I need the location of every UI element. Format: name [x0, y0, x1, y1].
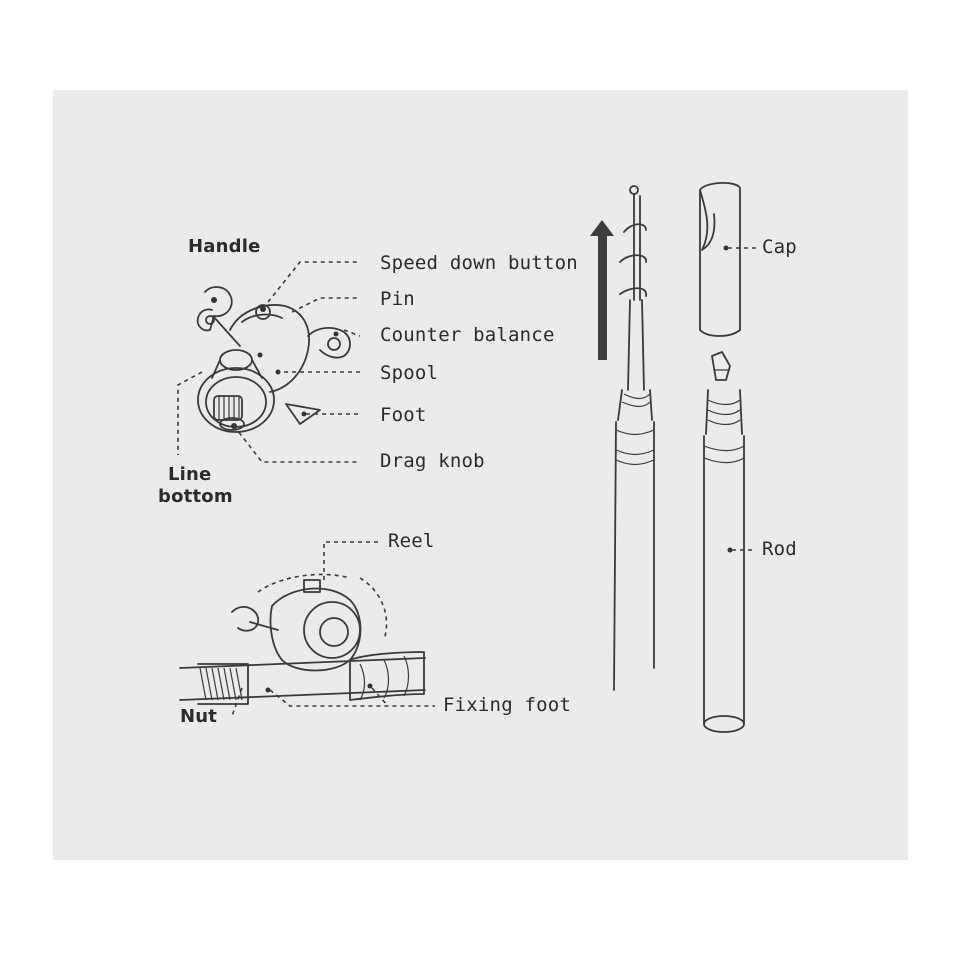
label-line-bottom-1: Line [168, 464, 212, 485]
label-cap: Cap [762, 236, 797, 258]
reel-mount-illustration [179, 541, 435, 717]
rod-illustration [590, 182, 756, 733]
label-handle: Handle [188, 236, 261, 257]
label-line-bottom-2: bottom [158, 486, 233, 507]
label-drag-knob: Drag knob [380, 450, 485, 472]
label-counter-balance: Counter balance [380, 324, 555, 346]
label-foot: Foot [380, 404, 427, 426]
label-reel: Reel [388, 530, 435, 552]
up-arrow-icon [598, 232, 607, 360]
label-spool: Spool [380, 362, 439, 384]
label-speed-down-button: Speed down button [380, 252, 578, 274]
label-nut: Nut [180, 706, 218, 727]
label-pin: Pin [380, 288, 415, 310]
label-rod: Rod [762, 538, 797, 560]
reel-illustration [177, 261, 361, 463]
label-fixing-foot: Fixing foot [443, 694, 572, 716]
instruction-sheet [53, 90, 908, 860]
